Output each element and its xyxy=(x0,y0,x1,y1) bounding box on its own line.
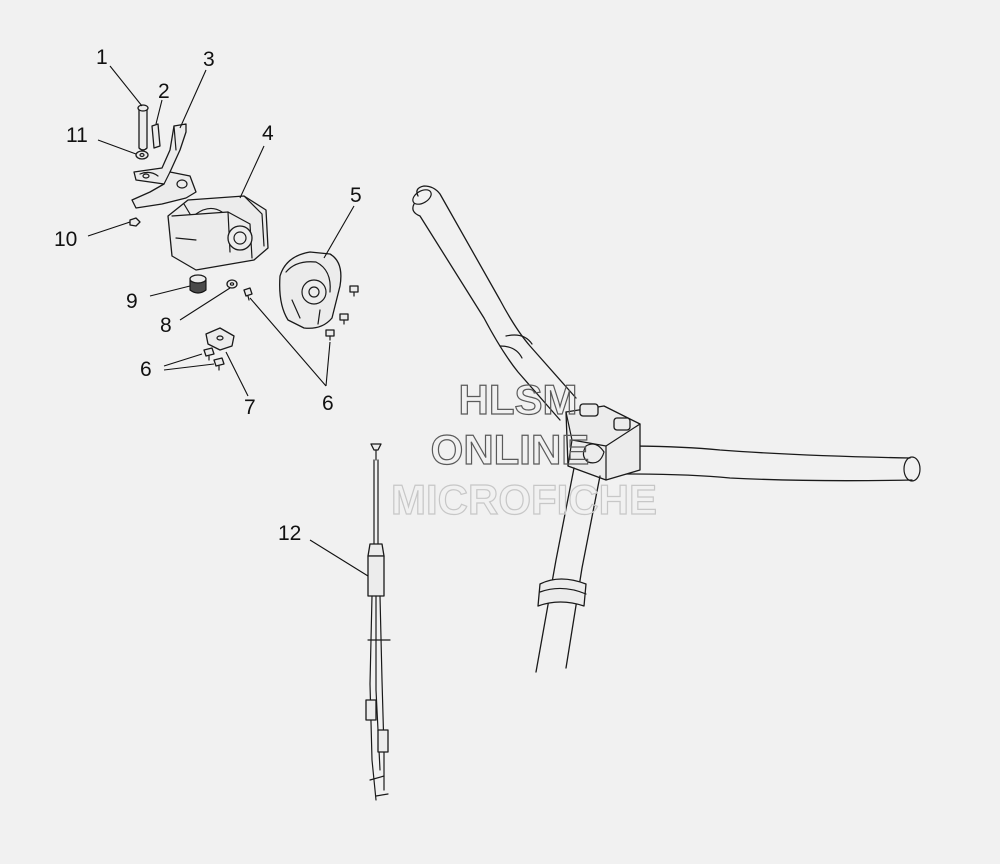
watermark: HLSM ONLINE MICROFICHE xyxy=(390,375,657,523)
callout-5: 5 xyxy=(350,184,362,207)
part-6-screw xyxy=(243,287,253,301)
watermark-line-1: HLSM xyxy=(459,376,578,423)
part-11-washer xyxy=(135,150,149,160)
callout-2: 2 xyxy=(158,80,170,103)
watermark-line-2: ONLINE xyxy=(431,426,590,473)
callout-10: 10 xyxy=(54,228,77,251)
part-6-cover-screws xyxy=(325,285,359,341)
part-3-bracket xyxy=(131,123,197,209)
callout-12: 12 xyxy=(278,522,301,545)
part-7-plate xyxy=(205,327,235,351)
callout-8: 8 xyxy=(160,314,172,337)
callout-1: 1 xyxy=(96,46,108,69)
part-9-knob xyxy=(189,274,207,294)
callout-9: 9 xyxy=(126,290,138,313)
callout-11: 11 xyxy=(66,124,88,147)
leader-lines xyxy=(87,65,369,577)
part-10-nut xyxy=(129,217,141,227)
part-5-cover xyxy=(279,251,342,329)
callout-labels: 1 2 3 4 5 6 6 7 8 9 10 11 12 xyxy=(54,46,362,545)
part-4-housing xyxy=(167,195,269,271)
callout-7: 7 xyxy=(244,396,256,419)
part-8-washer xyxy=(226,279,238,289)
watermark-line-3: MICROFICHE xyxy=(391,476,657,523)
part-12-cable xyxy=(365,443,391,801)
callout-6-right: 6 xyxy=(322,392,334,415)
handlebar xyxy=(412,185,921,673)
part-2-clip xyxy=(151,123,161,149)
part-1-pin xyxy=(137,104,149,151)
callout-3: 3 xyxy=(203,48,215,71)
part-6-plate-screws xyxy=(203,347,225,371)
callout-6-left: 6 xyxy=(140,358,152,381)
callout-4: 4 xyxy=(262,122,274,145)
